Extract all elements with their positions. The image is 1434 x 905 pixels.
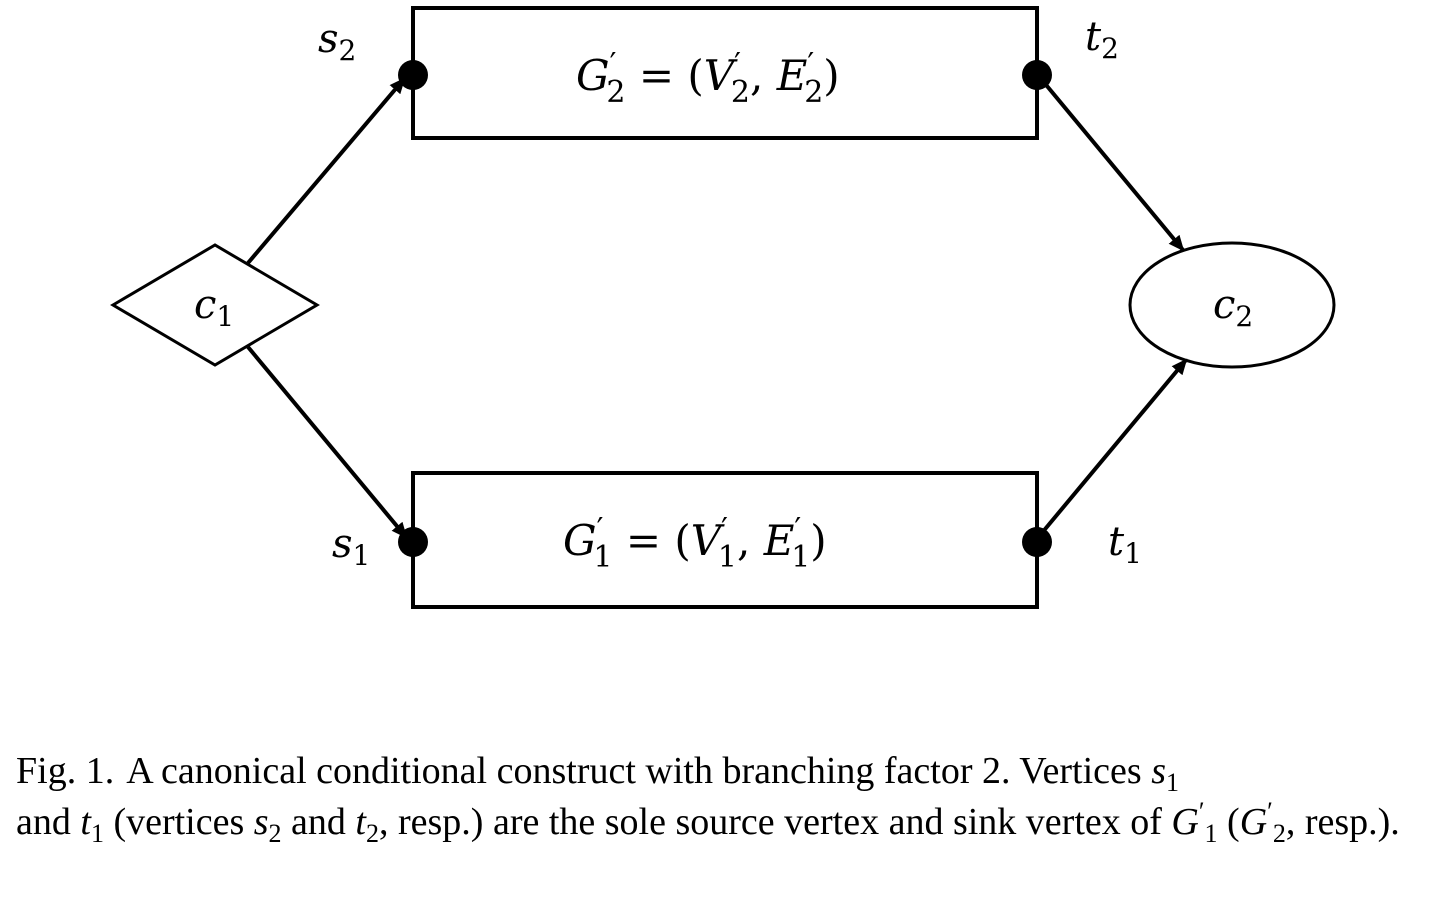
caption-math-sub: 1 bbox=[1165, 768, 1179, 797]
caption-math-prime: ′ bbox=[1198, 797, 1205, 826]
g2-label: G′2 = (V′2, E′2) bbox=[576, 47, 840, 110]
subgraph-g1-box bbox=[411, 471, 1039, 609]
caption-math-sub: 2 bbox=[268, 819, 282, 848]
conditional-construct-diagram: c1 c2 s2 t2 s1 t1 G′2 = (V′2, E′2) G′1 =… bbox=[110, 6, 1336, 609]
vertex-t2 bbox=[1022, 60, 1052, 90]
c2-label: c2 bbox=[1213, 282, 1253, 333]
vertex-s1 bbox=[398, 527, 428, 557]
s1-label: s1 bbox=[332, 521, 370, 572]
figure-caption: Fig. 1. A canonical conditional construct… bbox=[16, 746, 1424, 848]
caption-text: and bbox=[16, 801, 81, 843]
edge-t1-c2 bbox=[1039, 358, 1188, 536]
caption-text: ( bbox=[1217, 801, 1240, 843]
caption-math: G bbox=[1171, 801, 1199, 843]
caption-text: and bbox=[281, 801, 356, 843]
edge-c1-s2 bbox=[246, 77, 406, 265]
caption-math: t bbox=[355, 801, 366, 843]
caption-math-sub: 1 bbox=[90, 819, 104, 848]
figure-label: Fig. 1. bbox=[16, 750, 115, 792]
edge-t2-c2 bbox=[1040, 78, 1185, 252]
subgraph-g2-box bbox=[411, 6, 1039, 140]
s2-label: s2 bbox=[318, 16, 356, 67]
vertex-s2 bbox=[398, 60, 428, 90]
edge-c1-s1 bbox=[246, 345, 408, 539]
caption-math: s bbox=[1151, 750, 1166, 792]
t2-label: t2 bbox=[1085, 14, 1119, 65]
c1-label: c1 bbox=[194, 282, 234, 333]
caption-text: , resp.). bbox=[1285, 801, 1400, 843]
t1-label: t1 bbox=[1108, 519, 1142, 570]
caption-text: A canonical conditional construct with b… bbox=[126, 750, 1152, 792]
caption-math: s bbox=[253, 801, 269, 843]
caption-text: , resp.) are the sole source vertex and … bbox=[378, 801, 1172, 843]
caption-math-sub: 2 bbox=[1272, 819, 1286, 848]
c2-ellipse bbox=[1128, 241, 1336, 369]
caption-math: G bbox=[1239, 801, 1268, 843]
g1-label: G′1 = (V′1, E′1) bbox=[563, 512, 827, 575]
caption-math-sub: 1 bbox=[1204, 819, 1218, 848]
caption-math-sub: 2 bbox=[365, 819, 379, 848]
caption-math: t bbox=[80, 801, 91, 843]
c1-diamond bbox=[110, 243, 320, 367]
vertex-t1 bbox=[1022, 527, 1052, 557]
caption-math-prime: ′ bbox=[1267, 797, 1273, 826]
caption-text: (vertices bbox=[103, 801, 254, 843]
